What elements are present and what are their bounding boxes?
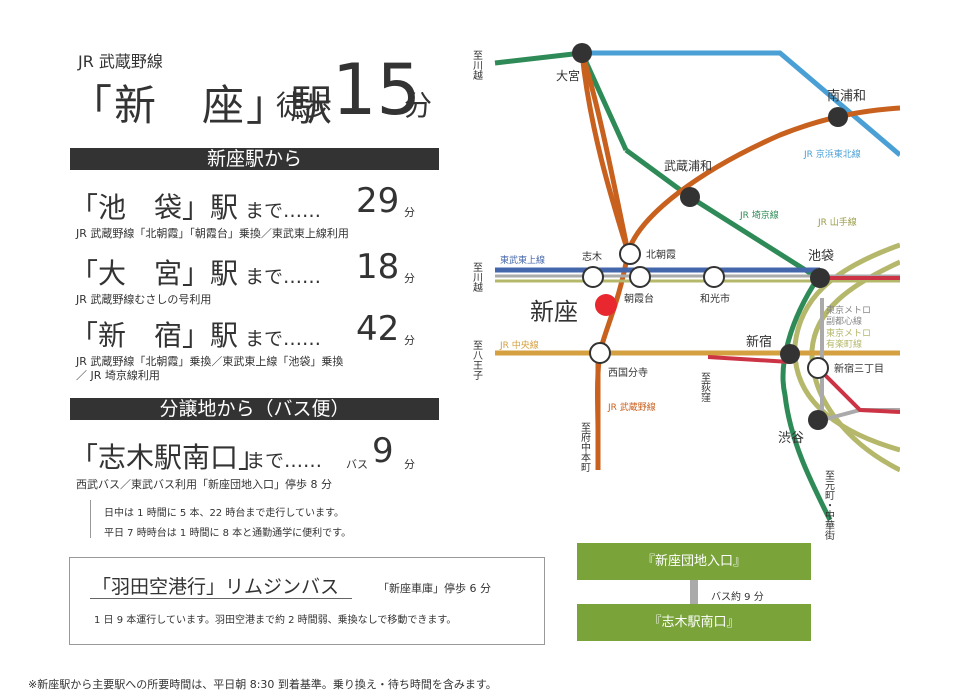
station-minami-urawa <box>828 107 848 127</box>
label-tojo-line: 東武東上線 <box>500 254 545 266</box>
route-shinjuku-note: JR 武蔵野線「北朝霞」乗換／東武東上線「池袋」乗換 <box>76 355 344 368</box>
route-shinjuku-made: まで…… <box>245 328 322 350</box>
bus-from-box: 『新座団地入口』 <box>577 543 811 580</box>
station-omiya <box>572 43 592 63</box>
label-yurakucho-1: 東京メトロ <box>826 327 871 339</box>
bus-connector <box>690 580 698 604</box>
station-musashi-urawa <box>680 187 700 207</box>
header-station-name: 「新 座」駅 <box>70 81 335 130</box>
station-ikebukuro <box>810 268 830 288</box>
label-musashino-line: JR 武蔵野線 <box>607 401 656 413</box>
station-shibuya <box>808 410 828 430</box>
label-omiya: 大宮 <box>556 68 580 83</box>
route-shinjuku-note-2: ／ JR 埼京線利用 <box>76 369 160 382</box>
route-omiya-made: まで…… <box>245 266 322 288</box>
station-wakoshi <box>703 266 725 288</box>
saikyo-line <box>624 147 833 522</box>
limousine-note: 1 日 9 本運行しています。羽田空港まで約 2 時間弱、乗換なしで移動できます… <box>94 615 457 626</box>
site-detail-2: 平日 7 時時台は 1 時間に 8 本と通勤通学に便利です。 <box>104 528 352 539</box>
dir-kawagoe-mid: 至川越 <box>471 262 483 292</box>
station-kita-asaka <box>619 243 641 265</box>
label-saikyo-line: JR 埼京線 <box>739 209 779 221</box>
station-asakadai <box>629 266 651 288</box>
label-shinjuku-sanchome: 新宿三丁目 <box>834 362 884 375</box>
site-bus-label: バス <box>346 458 368 471</box>
station-shinjuku <box>780 344 800 364</box>
route-omiya-dest: 「大 宮」駅 <box>70 257 239 290</box>
keihin-line <box>582 50 900 157</box>
label-asakadai: 朝霞台 <box>624 292 654 305</box>
limousine-title-underline <box>90 598 352 599</box>
label-niiza: 新座 <box>530 298 578 326</box>
route-ikebukuro-note: JR 武蔵野線「北朝霞」「朝霞台」乗換／東武東上線利用 <box>76 227 349 240</box>
label-shibuya: 渋谷 <box>778 431 804 446</box>
route-shinjuku-dest: 「新 宿」駅 <box>70 319 239 352</box>
bus-via-label: バス約 9 分 <box>711 592 764 603</box>
route-ikebukuro-dest: 「池 袋」駅 <box>70 191 239 224</box>
shinjuku-red-branch <box>816 366 900 414</box>
label-kita-asaka: 北朝霞 <box>646 249 676 261</box>
label-wakoshi: 和光市 <box>700 292 730 305</box>
station-shinjuku-sanchome <box>807 357 829 379</box>
label-fukutoshin-1: 東京メトロ <box>826 304 871 316</box>
label-nishikokubunji: 西国分寺 <box>608 367 648 379</box>
label-yurakucho-2: 有楽町線 <box>826 338 862 350</box>
route-omiya-note: JR 武蔵野線むさしの号利用 <box>76 293 212 306</box>
site-unit: 分 <box>404 458 415 471</box>
header-line-label: JR 武蔵野線 <box>78 52 163 71</box>
label-keihin-line: JR 京浜東北線 <box>803 148 861 160</box>
label-shinjuku: 新宿 <box>746 334 772 350</box>
site-time: 9 <box>372 431 394 471</box>
kawagoe-line <box>494 50 583 66</box>
footnote: ※新座駅から主要駅への所要時間は、平日朝 8:30 到着基準。乗り換え・待ち時間… <box>28 678 497 691</box>
limousine-box <box>69 557 545 645</box>
site-note: 西武バス／東武バス利用「新座団地入口」停歩 8 分 <box>76 478 332 491</box>
route-ikebukuro-time: 29 <box>356 181 400 221</box>
label-musashi-urawa: 武蔵浦和 <box>664 159 712 173</box>
section-from-site-title: 分譲地から（バス便） <box>70 398 439 420</box>
header-walk-unit: 分 <box>404 89 433 122</box>
label-yamanote-line: JR 山手線 <box>817 216 857 228</box>
site-details-rule <box>90 500 91 538</box>
site-dest: 「志木駅南口」 <box>70 441 267 474</box>
site-made: まで…… <box>246 450 323 472</box>
section-from-station-title: 新座駅から <box>70 148 439 170</box>
site-detail-1: 日中は 1 時間に 5 本、22 時台まで走行しています。 <box>104 508 345 519</box>
dir-ogikubo: 至荻窪 <box>699 372 711 402</box>
marunouchi-line <box>707 355 791 364</box>
route-shinjuku-unit: 分 <box>404 334 415 347</box>
limousine-stop: 「新座車庫」停歩 6 分 <box>378 582 491 595</box>
dir-fuchu: 至府中本町 <box>579 422 591 472</box>
route-omiya-unit: 分 <box>404 272 415 285</box>
label-minami-urawa: 南浦和 <box>827 88 866 104</box>
station-shiki <box>582 266 604 288</box>
dir-hachioji: 至八王子 <box>471 340 483 380</box>
bus-to-box: 『志木駅南口』 <box>577 604 811 641</box>
route-ikebukuro-made: まで…… <box>245 200 322 222</box>
route-omiya-time: 18 <box>356 247 400 287</box>
route-ikebukuro-unit: 分 <box>404 206 415 219</box>
limousine-title: 「羽田空港行」リムジンバス <box>92 576 340 598</box>
yamanote-line-outer <box>809 259 900 473</box>
label-shiki: 志木 <box>582 250 602 263</box>
header-walk-minutes: 15 <box>332 49 422 131</box>
dir-motomachi: 至元町・中華街 <box>823 470 835 541</box>
label-ikebukuro: 池袋 <box>808 249 834 264</box>
label-fukutoshin-2: 副都心線 <box>826 315 862 327</box>
station-nishikokubunji <box>589 342 611 364</box>
station-niiza <box>595 294 617 316</box>
route-map: 大宮 南浦和 武蔵浦和 北朝霞 志木 朝霞台 和光市 池袋 新座 西国分寺 新宿… <box>471 43 900 541</box>
label-chuo-line: JR 中央線 <box>499 339 539 351</box>
musashino-line-omiya <box>579 52 631 253</box>
route-shinjuku-time: 42 <box>356 309 400 349</box>
header-walk-label: 徒歩 <box>276 89 333 122</box>
dir-kawagoe-top: 至川越 <box>471 50 483 80</box>
